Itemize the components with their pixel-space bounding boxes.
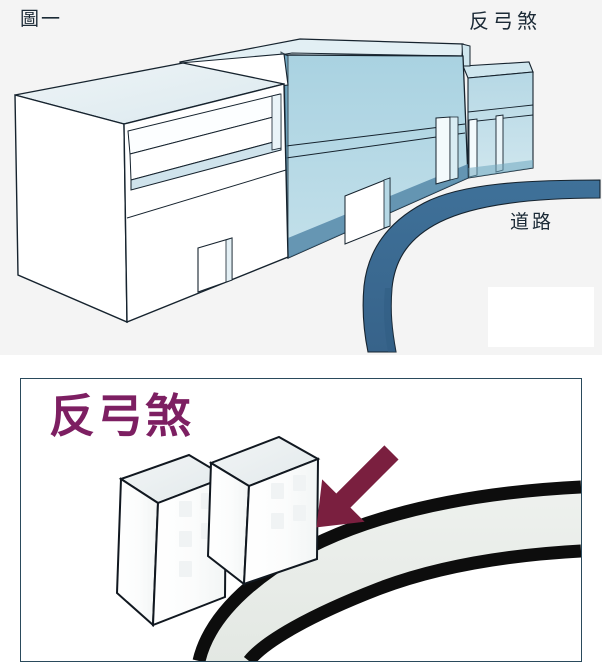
block-left-window-1	[179, 501, 192, 517]
right-wing-base	[468, 160, 533, 178]
main-blue-pilaster	[435, 116, 451, 185]
building-main-blue	[179, 38, 471, 259]
building-block-left	[115, 453, 229, 628]
top-figure-panel: 圖一 反弓煞 道路	[0, 0, 602, 355]
main-blue-mid-band-2	[285, 132, 466, 159]
block-right-window-2	[293, 475, 306, 491]
curved-road	[192, 480, 581, 661]
block-left-window-3	[179, 531, 192, 547]
bottom-figure-frame: 反弓煞	[20, 378, 582, 662]
white-floor-line	[126, 169, 287, 219]
road-edge-inner	[243, 544, 581, 661]
building-block-right	[206, 435, 321, 586]
building-white-left	[14, 53, 289, 324]
right-wing-band-1	[467, 104, 534, 113]
top-panel-illustration	[14, 38, 601, 353]
block-left-face-a	[115, 477, 160, 628]
block-left-face-b	[151, 475, 228, 627]
white-entrance-jamb	[225, 237, 233, 283]
road-band	[362, 179, 601, 353]
road-shadow	[384, 288, 396, 352]
block-right-window-3	[271, 513, 284, 529]
panel-divider	[0, 355, 602, 373]
arrow-shape	[316, 445, 399, 528]
building-right-wing	[462, 61, 534, 179]
main-blue-pilaster-side	[449, 116, 459, 181]
watermark-patch	[488, 287, 594, 347]
road-label: 道路	[510, 212, 555, 233]
hazard-label-top: 反弓煞	[469, 11, 541, 33]
right-wing-pilaster-2	[495, 114, 504, 173]
main-blue-door-jamb	[383, 177, 391, 229]
road-surface	[362, 179, 601, 353]
white-window-jamb	[271, 93, 282, 151]
road-edge-outer	[192, 480, 581, 661]
hazard-title-bottom: 反弓煞	[49, 389, 193, 443]
block-right-window-4	[293, 505, 306, 521]
white-window-sill	[130, 139, 282, 191]
block-right-window-1	[271, 483, 284, 499]
bottom-figure-panel: 反弓煞	[0, 373, 602, 672]
road-fill	[199, 487, 581, 661]
block-left-window-5	[179, 561, 192, 577]
main-blue-mid-band-1	[285, 123, 466, 147]
figure-number-label: 圖一	[20, 9, 63, 30]
bottom-panel-illustration	[115, 435, 581, 661]
white-left-face	[14, 94, 128, 324]
hazard-arrow	[316, 445, 399, 528]
